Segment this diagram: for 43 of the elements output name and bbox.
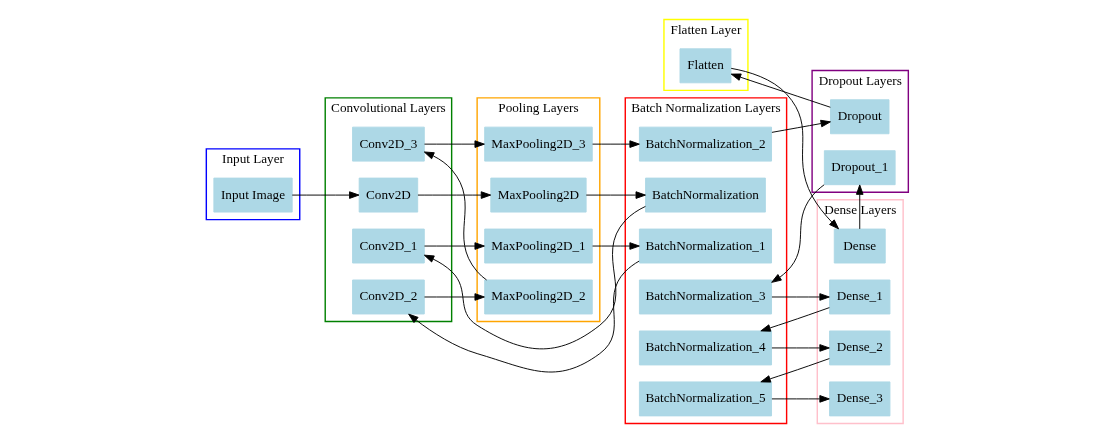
node-box: Dense_3 [828,381,890,417]
arrow [407,260,640,373]
node-box: MaxPooling2D_2 [483,279,593,315]
arrow [730,73,831,108]
node-box: Flatten [679,48,731,84]
node-box: MaxPooling2D_3 [483,126,593,162]
arrow [423,293,485,301]
node-box: Conv2D [358,177,418,213]
arrow [423,205,646,350]
node-box: BatchNormalization_1 [638,228,772,264]
node-box: Dense_2 [828,330,890,366]
arrow [416,191,491,199]
arrow [855,184,863,230]
node-box: Dropout [829,99,889,135]
node-box: BatchNormalization_4 [638,330,772,366]
arrow [770,119,831,133]
arrow [759,358,830,383]
arrow [759,307,830,332]
arrow [770,395,830,403]
node-box: Input Image [212,177,293,213]
node-box: Conv2D_2 [351,279,425,315]
arrow [291,191,359,199]
node-box: MaxPooling2D [489,177,587,213]
arrow [423,151,487,281]
arrow [423,140,485,148]
arrow [730,67,839,230]
arrow [585,191,646,199]
node-box: BatchNormalization [644,177,766,213]
node-box: BatchNormalization_3 [638,279,772,315]
node-box: Dense_1 [828,279,890,315]
node-box: BatchNormalization_5 [638,381,772,417]
node-box: Conv2D_3 [351,126,425,162]
node-box: BatchNormalization_2 [638,126,772,162]
node-box: MaxPooling2D_1 [483,228,593,264]
arrow [770,184,825,283]
arrow [591,140,640,148]
arrow [423,242,485,250]
node-box: Dense [833,228,886,264]
node-box: Dropout_1 [823,150,896,186]
arrow [591,242,640,250]
arrow [770,344,830,352]
node-box: Conv2D_1 [351,228,425,264]
arrow [770,293,830,301]
